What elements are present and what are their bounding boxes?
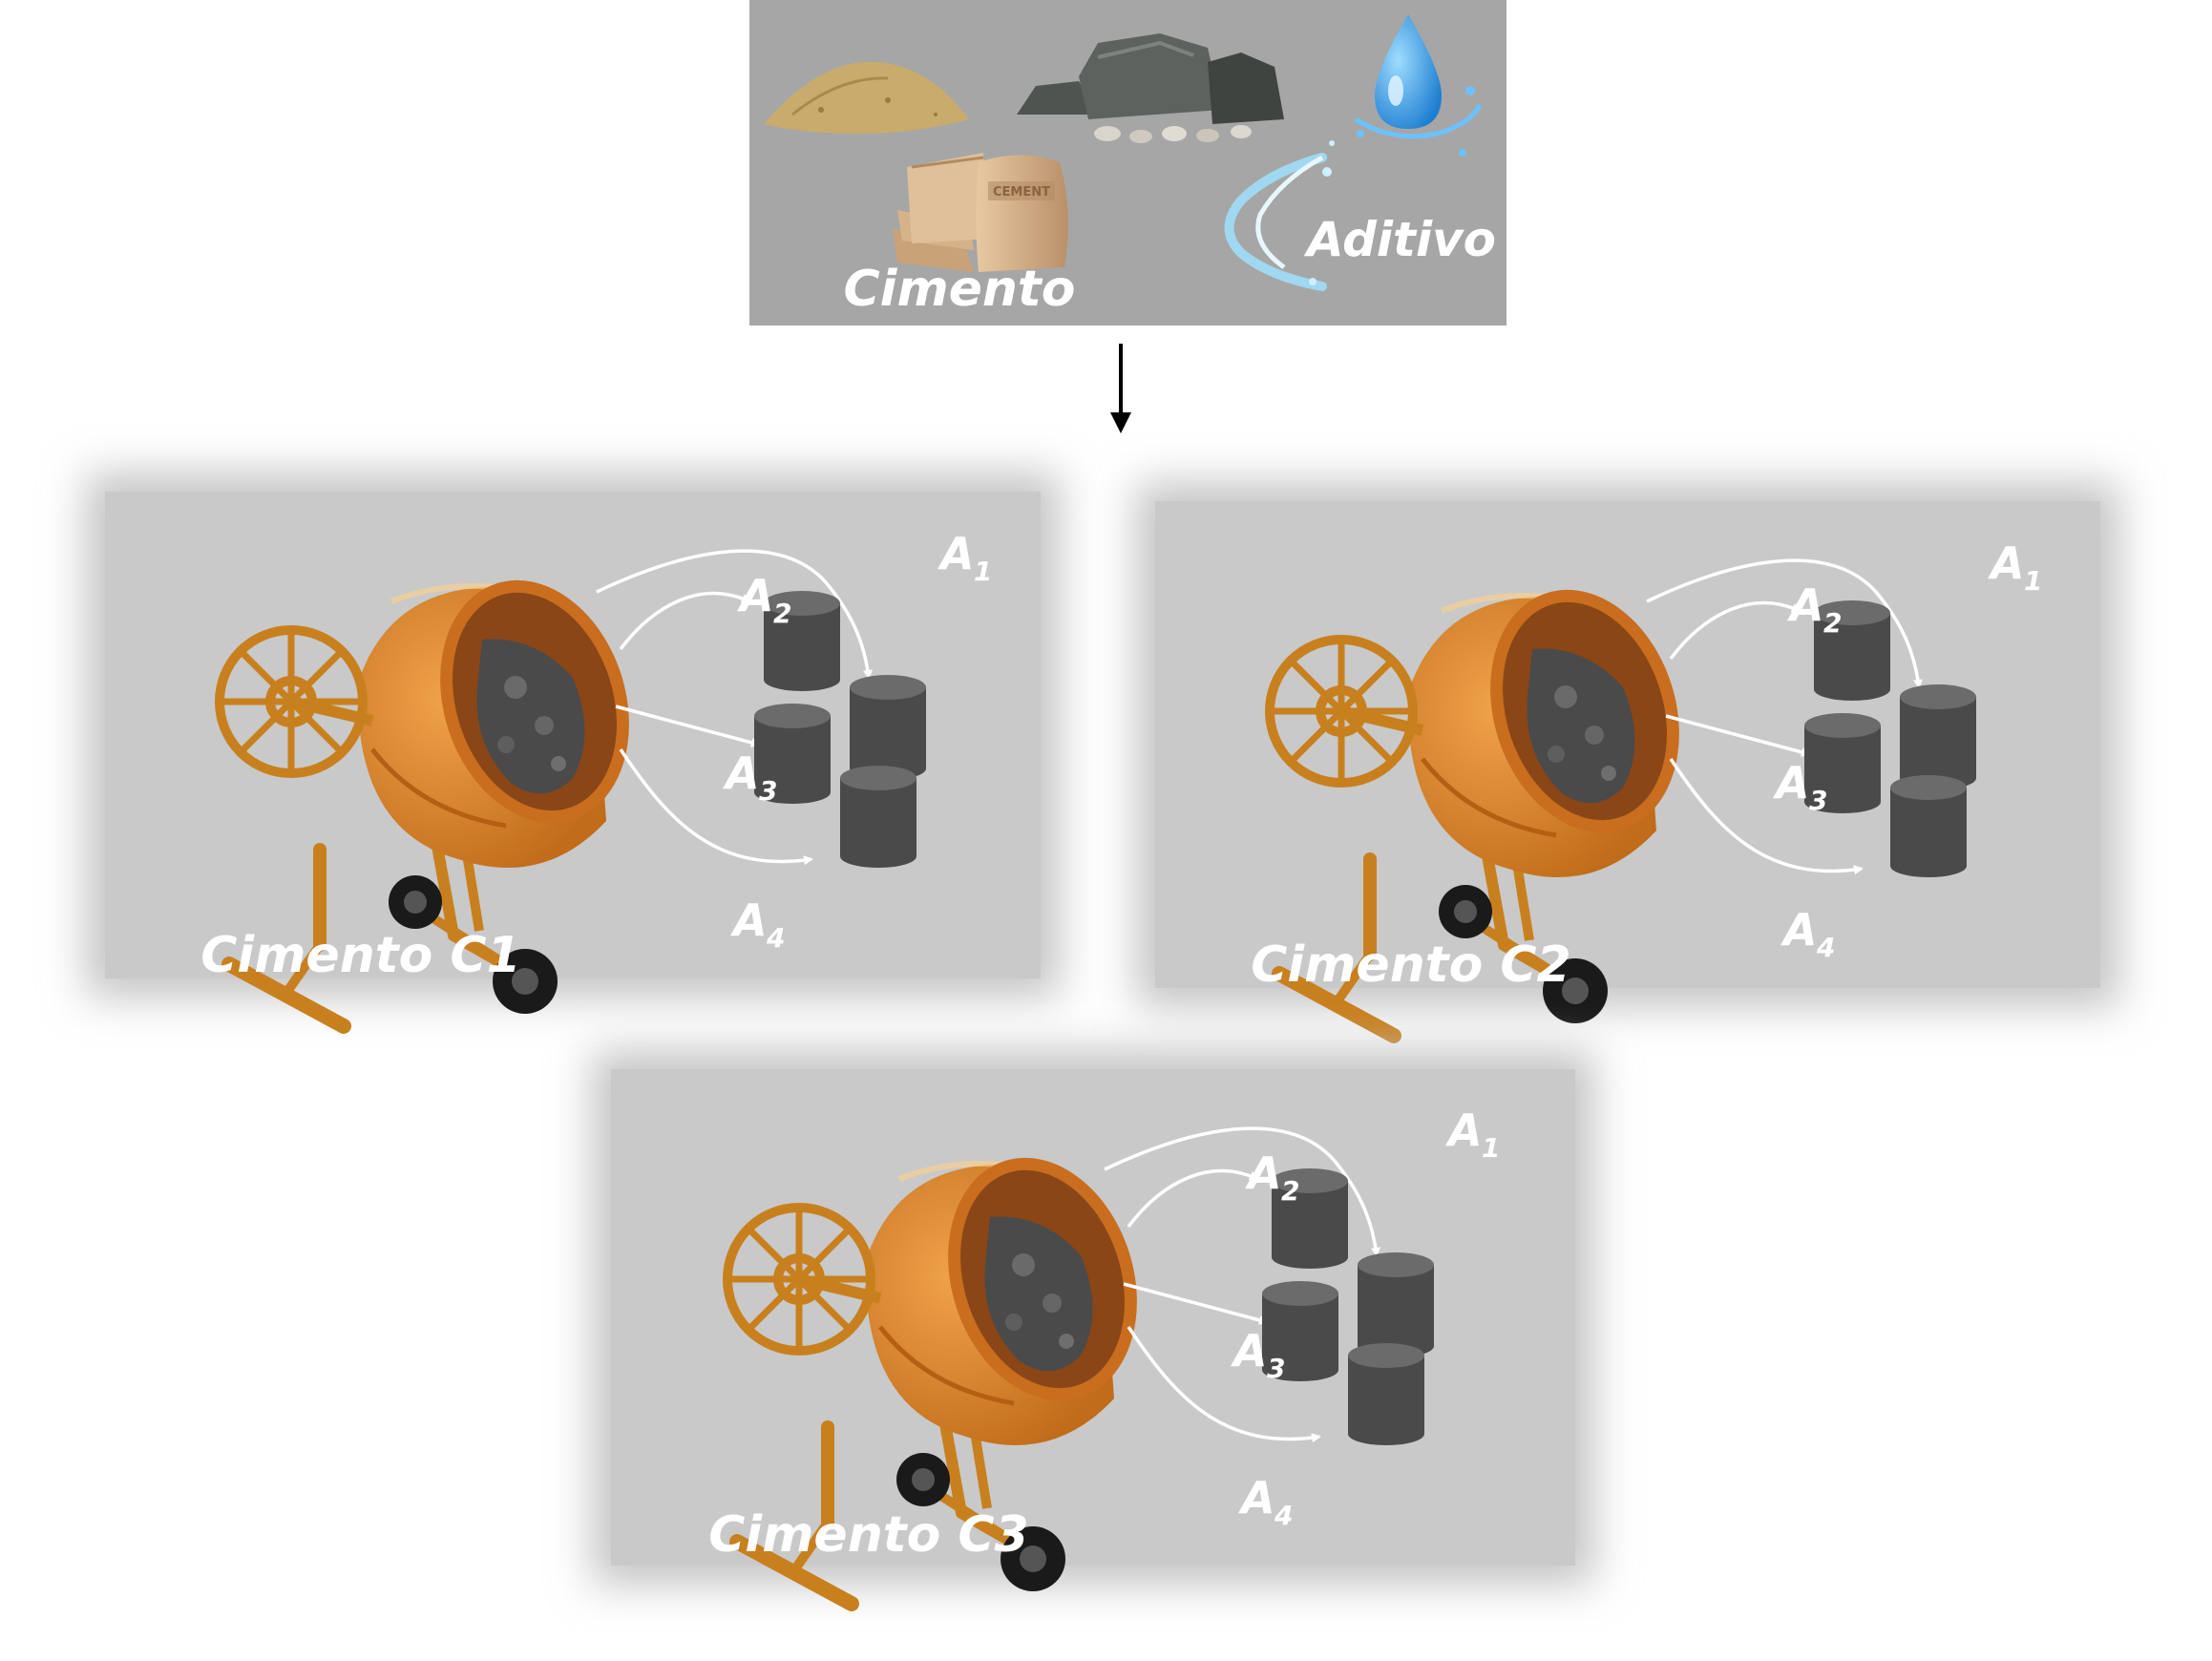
svg-text:A: A [1988,537,2025,589]
svg-text:A: A [1773,757,1810,809]
ingredients-panel: CEMENT Cimento Aditivo [749,0,1506,326]
svg-text:A: A [1787,579,1824,631]
svg-text:A: A [1780,904,1818,956]
svg-text:2: 2 [1823,607,1842,639]
svg-text:1: 1 [2024,565,2042,597]
mixer-label: Cimento C2 [1251,936,1571,994]
mixer-label: Cimento C3 [708,1506,1029,1564]
svg-text:1: 1 [974,556,992,587]
cement-label: Cimento [843,261,1075,318]
water-drop-icon [1354,14,1483,157]
additive-splash-icon [1224,140,1335,291]
svg-text:3: 3 [1809,785,1827,816]
svg-text:A: A [937,528,975,579]
svg-text:A: A [737,570,774,621]
svg-text:A: A [1238,1472,1275,1524]
svg-text:4: 4 [1274,1500,1293,1531]
svg-text:3: 3 [759,775,777,807]
svg-text:3: 3 [1267,1353,1285,1384]
svg-text:A: A [723,747,760,799]
svg-text:2: 2 [773,598,791,629]
svg-text:4: 4 [1816,932,1835,963]
svg-text:A: A [730,894,768,946]
svg-text:1: 1 [1482,1132,1500,1164]
cement-bags-icon: CEMENT [893,153,1068,272]
svg-text:4: 4 [766,922,785,954]
mixer-label: Cimento C1 [200,927,521,984]
additive-label: Aditivo [1303,212,1496,267]
svg-text:A: A [1445,1104,1483,1156]
sand-icon [764,61,969,134]
svg-text:A: A [1245,1147,1282,1199]
bag-text: CEMENT [993,185,1050,200]
rocks-icon [1017,33,1284,143]
svg-text:2: 2 [1281,1175,1299,1207]
svg-text:A: A [1231,1325,1268,1377]
